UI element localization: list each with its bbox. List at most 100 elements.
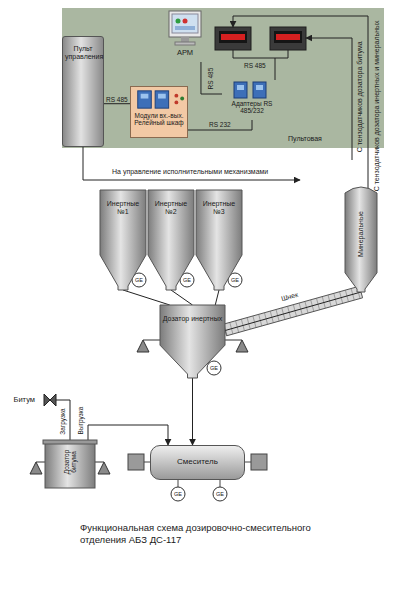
node-label: Инертные №1 bbox=[100, 200, 146, 216]
mixer-motor bbox=[128, 454, 144, 470]
node-label: Инертные №2 bbox=[148, 200, 194, 216]
workstation-shape bbox=[175, 26, 195, 30]
workstation-shape bbox=[181, 37, 189, 42]
signal-wire bbox=[83, 147, 300, 180]
io-module-cabinet-shape bbox=[174, 100, 178, 104]
scale-support bbox=[30, 462, 42, 474]
scale-support bbox=[143, 340, 160, 341]
connector bbox=[104, 103, 130, 104]
output-label: На управление исполнительными механизмам… bbox=[112, 168, 268, 176]
connector bbox=[215, 290, 219, 305]
control-console: Пульт управления bbox=[62, 36, 104, 147]
node-label: Адаптеры RS 485/232 bbox=[222, 100, 282, 115]
connector bbox=[123, 290, 170, 305]
signal-label: С тензодатчиков дозатора инертных и мине… bbox=[372, 20, 380, 191]
conveyor-label: Шнек bbox=[280, 291, 299, 303]
scale-support bbox=[95, 462, 104, 463]
node-label: Минеральные bbox=[357, 211, 365, 257]
aggregate-hopper-shape bbox=[100, 190, 146, 290]
mixer-motor bbox=[178, 480, 179, 487]
node-label: Дозатор битума bbox=[63, 442, 78, 482]
bitumen-doser-shape bbox=[45, 443, 95, 488]
aggregate-doser-shape bbox=[160, 305, 225, 378]
sensor-circle bbox=[213, 487, 227, 501]
signal-wire bbox=[275, 58, 276, 80]
signal-label: С тензодатчиков дозатора битума bbox=[355, 41, 363, 152]
aggregate-hopper: Инертные №2 bbox=[148, 190, 194, 290]
sensor-label: GE bbox=[210, 365, 218, 371]
workstation-shape bbox=[172, 14, 198, 33]
io-module-cabinet-shape bbox=[174, 94, 178, 98]
sensor-label: GE bbox=[231, 277, 239, 283]
node-label: Дозатор инертных bbox=[160, 315, 225, 323]
connector bbox=[88, 425, 168, 445]
interface-adapters-shape bbox=[234, 82, 247, 98]
interface-adapters: Адаптеры RS 485/232 bbox=[222, 80, 282, 120]
bitumen-doser: Дозатор битума bbox=[45, 440, 95, 488]
io-module-cabinet-shape bbox=[141, 94, 149, 99]
node-label: Релейный шкаф bbox=[131, 119, 187, 126]
node-label: Пульт управления bbox=[63, 45, 103, 61]
sensor-label: GE bbox=[135, 277, 143, 283]
mixer-motor bbox=[245, 462, 251, 463]
connector bbox=[188, 120, 252, 130]
node-label: АРМ bbox=[164, 49, 206, 58]
pipe-label: Загрузка bbox=[59, 408, 66, 434]
workstation-shape bbox=[183, 19, 188, 24]
sensor-circle bbox=[207, 361, 221, 375]
mixer-motor bbox=[251, 454, 267, 470]
pipe-label: Выгрузка bbox=[77, 406, 84, 434]
workstation-shape bbox=[176, 19, 181, 24]
weight-indicator bbox=[274, 31, 302, 43]
aggregate-hopper: Инертные №1 bbox=[100, 190, 146, 290]
mixer: Смеситель bbox=[150, 445, 245, 480]
weight-indicator bbox=[276, 34, 300, 40]
room-label: Пультовая bbox=[288, 135, 322, 143]
io-module-cabinet-shape bbox=[158, 94, 166, 99]
control-room-panel bbox=[62, 8, 384, 148]
filler-silo-shape bbox=[345, 187, 377, 292]
signal-wire bbox=[233, 50, 288, 58]
workstation: АРМ bbox=[164, 10, 206, 62]
weight-indicator bbox=[215, 27, 251, 50]
signal-wire bbox=[83, 16, 368, 200]
sensor-circle bbox=[171, 487, 185, 501]
sensor-label: GE bbox=[183, 277, 191, 283]
workstation-shape bbox=[175, 42, 195, 45]
material-label: Битум bbox=[14, 396, 35, 404]
workstation-shape bbox=[169, 11, 201, 37]
bitumen-valve bbox=[44, 394, 70, 440]
io-module-cabinet-shape bbox=[155, 91, 169, 108]
bus-label: RS 232 bbox=[209, 121, 231, 128]
connector bbox=[192, 378, 193, 445]
aggregate-hopper: Инертные №3 bbox=[196, 190, 242, 290]
bus-label: RS 485 bbox=[106, 96, 128, 103]
sensor-label: GE bbox=[216, 491, 224, 497]
weight-indicator bbox=[215, 27, 306, 50]
weight-indicator bbox=[221, 34, 245, 40]
bitumen-valve bbox=[44, 394, 56, 406]
io-module-cabinet-shape bbox=[138, 91, 152, 108]
mixer-motor bbox=[220, 480, 221, 487]
scale-support bbox=[36, 462, 45, 463]
bus-label: RS 485 bbox=[207, 67, 214, 89]
sensor-label: GE bbox=[174, 491, 182, 497]
interface-adapters-shape bbox=[237, 85, 244, 90]
interface-adapters-shape bbox=[256, 85, 263, 90]
node-label: Смеситель bbox=[151, 457, 244, 466]
io-module-cabinet: Модули вх.-вых.Релейный шкаф bbox=[130, 86, 188, 138]
screw-conveyor bbox=[223, 286, 362, 336]
connector bbox=[201, 62, 222, 94]
aggregate-hopper-shape bbox=[148, 190, 194, 290]
node-label: Инертные №3 bbox=[196, 200, 242, 216]
connector bbox=[171, 290, 193, 305]
bitumen-doser-shape bbox=[43, 440, 97, 444]
scale-support bbox=[236, 340, 248, 352]
aggregate-hopper-shape bbox=[196, 190, 242, 290]
scale-support bbox=[98, 462, 110, 474]
scale-support bbox=[225, 340, 242, 341]
figure-caption: Функциональная схема дозировочно-смесите… bbox=[80, 522, 325, 546]
filler-silo: Минеральные bbox=[345, 185, 377, 292]
